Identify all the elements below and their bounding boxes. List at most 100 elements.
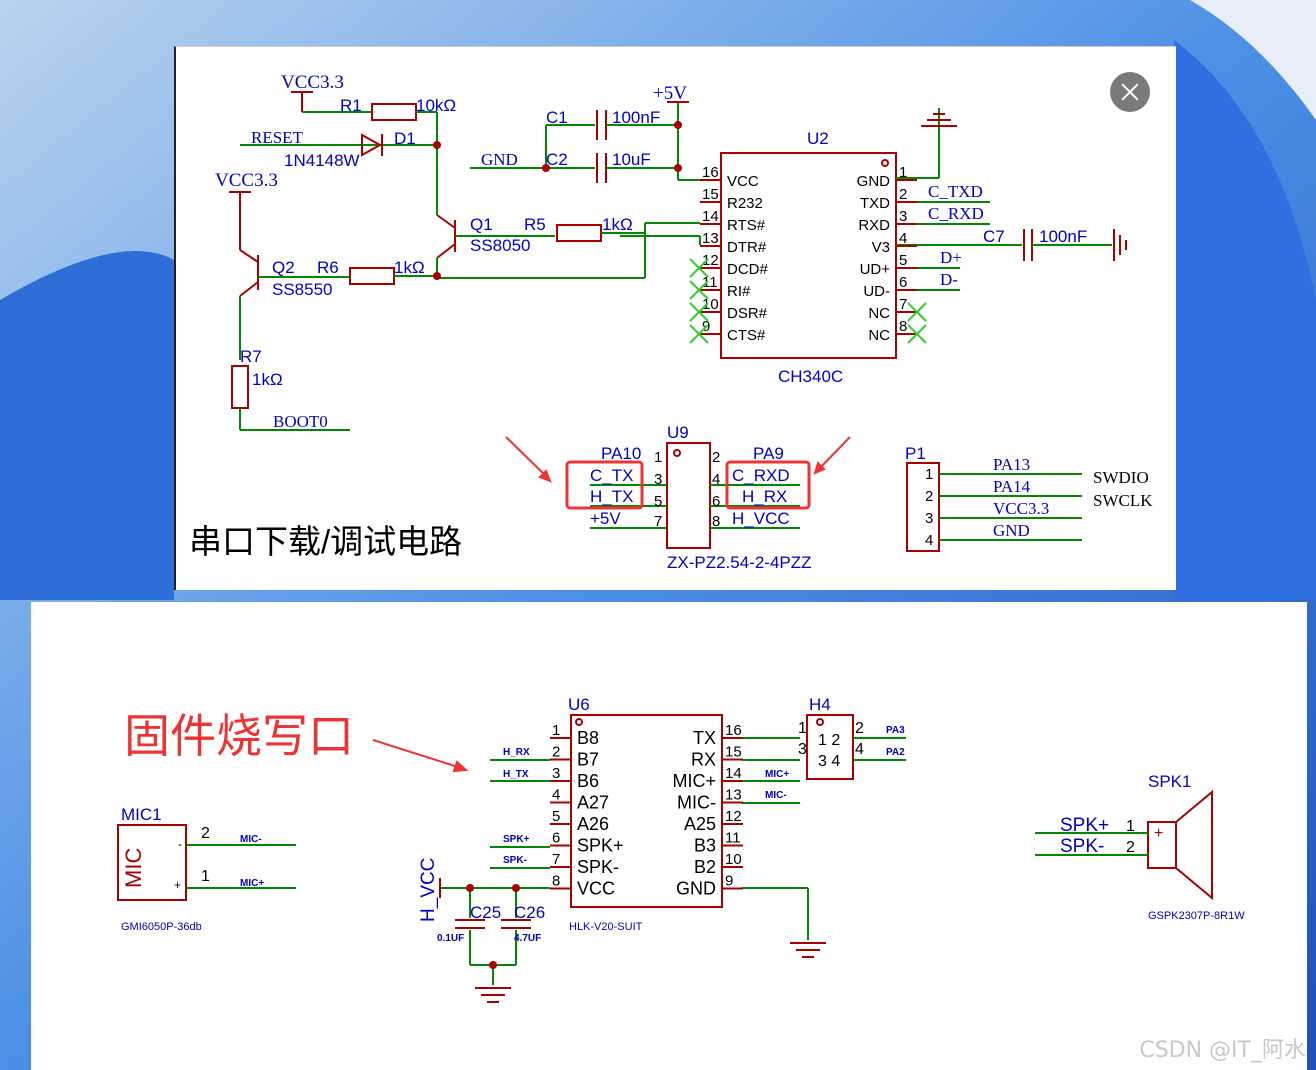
u2-pin-num-11: 11: [702, 274, 718, 291]
r5-value: 1kΩ: [602, 215, 633, 234]
firmware-flash-schematic: [31, 602, 1307, 1070]
d1-label: D1: [394, 129, 416, 148]
u2-pin-num-15: 15: [702, 186, 719, 203]
u2-pin-num-1: 1: [899, 164, 907, 181]
u2-pin-num-4: 4: [899, 230, 907, 247]
u2-pin-num-7: 7: [899, 296, 907, 313]
u2-pin-name-12: DCD#: [727, 261, 768, 278]
u9-net-5v: +5V: [590, 509, 621, 528]
r6-value: 1kΩ: [394, 258, 425, 277]
p1-net-pa13: PA13: [993, 455, 1030, 474]
boot0-label: BOOT0: [273, 412, 328, 431]
h-vcc-label: H_VCC: [418, 858, 439, 922]
u9-pin-5: 5: [654, 493, 662, 510]
u6-pin-num-7: 7: [552, 851, 560, 868]
spk-net-plus: SPK+: [1060, 815, 1109, 836]
u6-part: HLK-V20-SUIT: [569, 921, 643, 933]
r5-label: R5: [524, 215, 546, 234]
no-connect-icon: [689, 258, 709, 278]
no-connect-icon: [689, 302, 709, 322]
u6-pin-name-11: B3: [694, 836, 716, 856]
u2-pin-name-10: DSR#: [727, 305, 768, 322]
r6-label: R6: [317, 258, 339, 277]
c2-value: 10uF: [612, 150, 651, 169]
gnd-label: GND: [481, 150, 518, 169]
u6-pin-num-13: 13: [725, 787, 742, 804]
p1-pin-1: 1: [925, 466, 933, 483]
mic-body-label: MIC: [121, 848, 146, 888]
u6-net-h-tx: H_TX: [503, 769, 529, 780]
svg-text:3: 3: [798, 741, 807, 758]
u2-part: CH340C: [778, 367, 843, 386]
u6-net-h-rx: H_RX: [503, 747, 530, 758]
u2-pin-name-16: VCC: [727, 173, 759, 190]
u6-pin-name-12: A25: [684, 814, 716, 834]
u2-pin-name-2: TXD: [860, 195, 890, 212]
mic1-label: MIC1: [121, 805, 162, 824]
c1-value: 100nF: [612, 108, 660, 127]
svg-text:-: -: [178, 837, 182, 851]
close-button[interactable]: [1110, 72, 1150, 112]
mic-part: GMI6050P-36db: [121, 921, 202, 933]
u9-net-pa10: PA10: [601, 444, 641, 463]
u2-pin-name-8: NC: [868, 327, 890, 344]
u2-pin-name-11: RI#: [727, 283, 751, 300]
c-txd-net: C_TXD: [928, 182, 983, 201]
swclk-label: SWCLK: [1093, 491, 1153, 510]
dminus-net: D-: [940, 270, 958, 289]
u6-pin-num-16: 16: [725, 722, 742, 739]
reset-label: RESET: [251, 128, 304, 147]
swdio-label: SWDIO: [1093, 468, 1149, 487]
u6-pin-num-10: 10: [725, 851, 742, 868]
d1-value: 1N4148W: [284, 151, 360, 170]
p1-pin-3: 3: [925, 510, 933, 527]
u9-pin-2: 2: [712, 449, 720, 466]
dplus-net: D+: [940, 248, 962, 267]
h4-net-pa2: PA2: [886, 747, 905, 758]
u6-pin-name-14: MIC+: [672, 771, 716, 791]
c25-value: 0.1UF: [437, 933, 464, 944]
no-connect-icon: [907, 324, 927, 344]
u2-pin-name-15: R232: [727, 195, 763, 212]
p1-net-vcc: VCC3.3: [993, 499, 1049, 518]
p1-net-gnd: GND: [993, 521, 1030, 540]
u9-pin-1: 1: [654, 449, 662, 466]
u6-pin-num-3: 3: [552, 765, 560, 782]
plus5v-label: +5V: [653, 83, 687, 104]
schematic-top-labels: VCC3.3 VCC3.3 +5V R1 10kΩ RESET D1 1N414…: [189, 72, 1153, 572]
u6-pin-num-2: 2: [552, 744, 560, 761]
u2-pin-num-6: 6: [899, 274, 907, 291]
c26-value: 4.7UF: [514, 933, 541, 944]
no-connect-icon: [689, 324, 709, 344]
svg-text:2: 2: [1126, 839, 1135, 856]
u9-net-h-tx: H_TX: [590, 487, 633, 506]
c-rxd-net: C_RXD: [928, 204, 984, 223]
u6-pin-num-9: 9: [725, 873, 733, 890]
u9-net-h-rx: H_RX: [742, 487, 787, 506]
u9-part: ZX-PZ2.54-2-4PZZ: [667, 553, 812, 572]
u6-net-spk-plus: SPK+: [503, 834, 530, 845]
vcc-mid-label: VCC3.3: [215, 170, 278, 191]
mic-net-plus: MIC+: [240, 878, 264, 889]
u9-net-pa9: PA9: [753, 444, 784, 463]
u6-net-mic-minus: MIC-: [765, 790, 787, 801]
u6-pin-name-4: A27: [577, 793, 609, 813]
no-connect-icon: [907, 302, 927, 322]
svg-text:1: 1: [201, 868, 210, 885]
u6-pin-name-10: B2: [694, 857, 716, 877]
u2-pin-name-7: NC: [868, 305, 890, 322]
u6-pin-num-8: 8: [552, 873, 560, 890]
p1-pin-2: 2: [925, 488, 933, 505]
u2-label: U2: [807, 129, 829, 148]
u2-pin-name-6: UD-: [863, 283, 890, 300]
u2-pin-num-10: 10: [702, 296, 719, 313]
r7-value: 1kΩ: [252, 370, 283, 389]
u2-pin-name-1: GND: [857, 173, 891, 190]
u6-pin-num-11: 11: [725, 830, 741, 847]
c26-label: C26: [514, 903, 545, 922]
u2-pin-name-9: CTS#: [727, 327, 766, 344]
u6-net-spk-minus: SPK-: [503, 855, 527, 866]
u6-pin-num-6: 6: [552, 830, 560, 847]
